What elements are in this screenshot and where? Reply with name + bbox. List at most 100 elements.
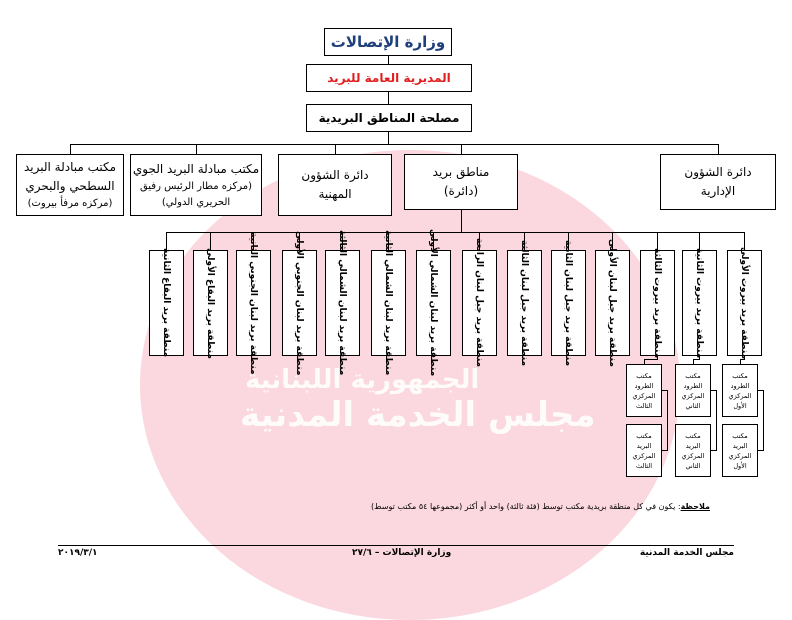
region-box: منطقة بريد البقاع الثانية	[148, 248, 184, 358]
region-box: منطقة بريد البقاع الأولى	[192, 248, 228, 358]
dept-professional-affairs: دائرة الشؤون المهنية	[278, 154, 392, 216]
office-mail-1-l3: المركزي	[728, 451, 752, 460]
region-box: منطقة بريد بيروت الأولى	[726, 246, 762, 360]
dept-admin-affairs-line1: دائرة الشؤون	[684, 165, 752, 179]
office-mail-2-l4: الثاني	[685, 461, 701, 470]
watermark-line2: مجلس الخدمة المدنية	[240, 395, 596, 435]
region-box: منطقة بريد جبل لبنان الثالثة	[506, 240, 542, 366]
office-parcels-3-l1: مكتب	[636, 371, 652, 380]
connector-line	[388, 56, 389, 64]
region-label: منطقة بريد لبنان الشمالي الثانية	[383, 230, 393, 376]
connector-line	[744, 356, 745, 359]
office-parcels-3-l3: المركزي	[632, 391, 656, 400]
office-mail-1-l1: مكتب	[732, 431, 748, 440]
connector-line	[693, 359, 694, 364]
connector-line	[479, 232, 480, 250]
dept-surface-mail-line1: مكتب مبادلة البريد	[23, 160, 117, 174]
office-mail-1-l4: الأول	[733, 461, 747, 470]
connector-line	[699, 356, 700, 359]
region-box: منطقة بريد لبنان الشمالي الثانية	[370, 230, 406, 376]
office-mail-3-l1: مكتب	[636, 431, 652, 440]
connector-line	[693, 359, 700, 360]
dept-air-mail-office: مكتب مبادلة البريد الجوي (مركزه مطار الر…	[130, 154, 262, 216]
connector-line	[253, 232, 254, 250]
office-mail-3: مكتب البريد المركزي الثالث	[626, 424, 662, 477]
connector-line	[388, 92, 389, 104]
region-box: منطقة بريد لبنان الجنوبي الأولى	[281, 231, 317, 375]
office-parcels-3: مكتب الطرود المركزي الثالث	[626, 364, 662, 417]
office-parcels-1: مكتب الطرود المركزي الأول	[722, 364, 758, 417]
connector-line	[70, 144, 718, 145]
office-parcels-2-l4: الثاني	[685, 401, 701, 410]
directorate-box: المديرية العامة للبريد	[306, 64, 472, 92]
dept-air-mail-line3: الحريري الدولي)	[161, 196, 231, 208]
connector-line	[70, 144, 71, 154]
connector-line	[740, 359, 745, 360]
office-parcels-1-l3: المركزي	[728, 391, 752, 400]
footer-right: مجلس الخدمة المدنية	[639, 548, 734, 558]
connector-line	[342, 232, 343, 250]
connector-line	[711, 450, 717, 451]
region-label: منطقة بريد لبنان الشمالي الثالثة	[337, 230, 347, 376]
office-parcels-1-l1: مكتب	[732, 371, 748, 380]
connector-line	[716, 390, 717, 450]
office-mail-1-l2: البريد	[732, 441, 748, 450]
office-parcels-2: مكتب الطرود المركزي الثاني	[675, 364, 711, 417]
connector-line	[740, 359, 741, 364]
dept-professional-affairs-line2: المهنية	[318, 187, 352, 201]
connector-line	[657, 356, 658, 359]
office-mail-3-l3: المركزي	[632, 451, 656, 460]
region-box: منطقة بريد بيروت الثالثة	[639, 247, 675, 359]
office-mail-2-l2: البريد	[685, 441, 701, 450]
dept-postal-regions-line1: مناطق بريد	[432, 165, 490, 179]
connector-line	[612, 232, 613, 250]
footer-left: ٢٠١٩/٣/١	[58, 548, 98, 558]
dept-admin-affairs: دائرة الشؤون الإدارية	[660, 154, 776, 210]
region-label: منطقة بريد لبنان الجنوبي الأولى	[294, 230, 304, 376]
dept-air-mail-line2: (مركزه مطار الرئيس رفيق	[139, 180, 253, 192]
office-mail-3-l4: الثالث	[635, 461, 653, 470]
connector-line	[461, 210, 462, 232]
ministry-box: وزارة الإتصالات	[324, 28, 452, 56]
footer-center: وزارة الإتصالات – ٢٧/٦	[352, 548, 452, 558]
connector-line	[718, 144, 719, 154]
directorate-label: المديرية العامة للبريد	[327, 71, 451, 85]
region-box: منطقة بريد لبنان الجنوبي الثانية	[235, 232, 271, 374]
connector-line	[644, 359, 658, 360]
office-parcels-1-l2: الطرود	[730, 381, 750, 390]
connector-line	[166, 232, 744, 233]
region-box: منطقة بريد جبل لبنان الرابعة	[461, 238, 497, 368]
office-parcels-3-l4: الثالث	[635, 401, 653, 410]
connector-line	[433, 232, 434, 250]
region-label: منطقة بريد بيروت الأولى	[739, 246, 749, 360]
connector-line	[711, 390, 717, 391]
footer-divider	[58, 545, 734, 546]
region-label: منطقة بريد بيروت الثالثة	[652, 247, 662, 359]
region-label: منطقة بريد البقاع الثانية	[161, 248, 171, 358]
dept-surface-sea-mail-office: مكتب مبادلة البريد السطحي والبحري (مركزه…	[16, 154, 124, 216]
dept-air-mail-line1: مكتب مبادلة البريد الجوي	[132, 161, 260, 176]
ministry-label: وزارة الإتصالات	[330, 33, 446, 51]
dept-admin-affairs-line2: الإدارية	[700, 184, 736, 198]
watermark-seal	[140, 150, 680, 620]
connector-line	[388, 232, 389, 250]
region-box: منطقة بريد جبل لبنان الأولى	[594, 239, 630, 367]
connector-line	[744, 232, 745, 250]
connector-line	[758, 390, 764, 391]
connector-line	[210, 232, 211, 250]
connector-line	[461, 144, 462, 154]
region-label: منطقة بريد لبنان الشمالي الأولى	[428, 229, 438, 377]
region-label: منطقة بريد جبل لبنان الرابعة	[474, 238, 484, 368]
dept-professional-affairs-line1: دائرة الشؤون	[301, 168, 369, 182]
note: ملاحظة: يكون في كل منطقة بريدية مكتب توس…	[371, 502, 710, 511]
region-label: منطقة بريد لبنان الجنوبي الثانية	[248, 231, 258, 375]
dept-postal-regions: مناطق بريد (دائرة)	[404, 154, 518, 210]
office-parcels-2-l3: المركزي	[681, 391, 705, 400]
connector-line	[299, 232, 300, 250]
connector-line	[699, 232, 700, 250]
connector-line	[662, 450, 668, 451]
dept-postal-regions-line2: (دائرة)	[443, 184, 479, 198]
dept-surface-mail-line2: السطحي والبحري	[25, 179, 115, 193]
region-box: منطقة بريد بيروت الثانية	[681, 248, 717, 358]
